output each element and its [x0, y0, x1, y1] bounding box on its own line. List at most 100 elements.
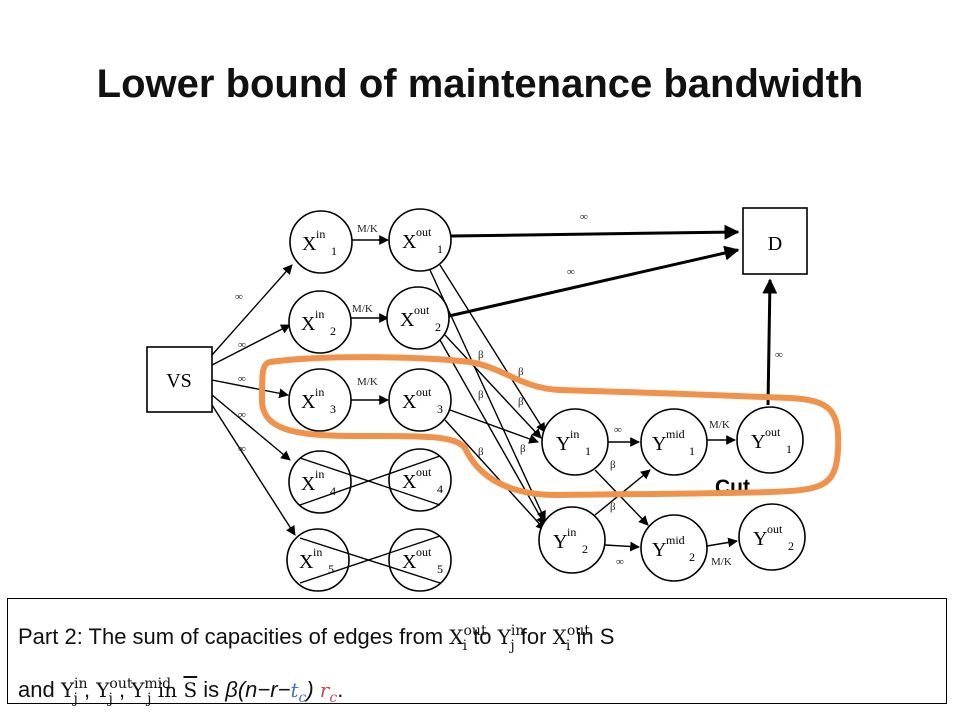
svg-text:out: out: [416, 225, 432, 239]
svg-text:Y: Y: [751, 431, 765, 453]
svg-text:mid: mid: [666, 427, 685, 441]
failed-node-x4-cross: [299, 455, 441, 506]
math-y-in-j-2: Yinj: [60, 676, 88, 707]
svg-text:out: out: [416, 545, 432, 559]
svg-text:X: X: [402, 231, 417, 253]
svg-text:2: 2: [788, 539, 794, 553]
caption-line2-prefix: and: [18, 677, 61, 702]
cap-y2-mid-out: M/K: [711, 556, 732, 568]
svg-text:4: 4: [330, 484, 336, 498]
node-x1-in: [289, 210, 353, 274]
caption-line1-mid2: for: [514, 624, 553, 649]
cap-y2-in-mid: ∞: [616, 556, 624, 568]
svg-text:5: 5: [328, 562, 334, 576]
svg-text:1: 1: [437, 242, 443, 256]
edge-beta-x3-y2: [444, 419, 546, 531]
edge-beta-x1-y2: [429, 269, 546, 521]
svg-text:X: X: [301, 391, 316, 413]
node-x4-in: [288, 450, 352, 514]
caption-is-text: is: [197, 677, 226, 702]
source-node-vs: [146, 346, 213, 413]
edge-x2-d: [448, 245, 740, 318]
cap-beta-2: β: [518, 366, 524, 378]
edge-vs-x4: [211, 394, 291, 461]
node-x2-out: [386, 286, 450, 350]
svg-text:2: 2: [435, 320, 441, 334]
cap-beta-3: β: [478, 389, 484, 401]
source-node-label: VS: [166, 370, 192, 392]
svg-text:2: 2: [582, 542, 588, 556]
caption-in-text: in: [151, 678, 184, 702]
svg-text:X: X: [402, 551, 417, 573]
math-y-in-j: Yinj: [497, 623, 525, 654]
edge-vs-x3: [211, 379, 289, 399]
svg-text:in: in: [567, 525, 576, 539]
edge-vs-x2: [211, 324, 291, 366]
node-y1-out: [736, 406, 804, 474]
svg-text:1: 1: [331, 244, 337, 258]
page-title: Lower bound of maintenance bandwidth: [96, 62, 864, 106]
caption-line1-suffix: in S: [570, 624, 615, 649]
svg-text:in: in: [570, 427, 579, 441]
caption-line1-prefix: Part 2: The sum of capacities of edges f…: [18, 624, 450, 649]
caption-sep-2: ,: [112, 677, 132, 702]
set-s-complement: S: [183, 678, 198, 702]
node-x5-out: [388, 528, 452, 592]
svg-text:Y: Y: [556, 433, 570, 455]
svg-text:3: 3: [437, 402, 443, 416]
svg-text:X: X: [301, 313, 316, 335]
svg-text:in: in: [315, 467, 324, 481]
sink-node-label: D: [768, 233, 782, 255]
edge-beta-x2-y1: [444, 334, 542, 439]
math-y-out-j: Youtj: [96, 676, 133, 707]
cut-outline: [259, 354, 842, 499]
svg-text:Y: Y: [652, 433, 666, 455]
sink-node-d: [742, 207, 808, 275]
edge-beta-x3-y1: [449, 409, 539, 444]
cap-beta-7: β: [610, 459, 616, 471]
node-x3-in: [288, 368, 352, 432]
formula-close: ): [306, 677, 320, 702]
svg-text:out: out: [414, 303, 430, 317]
edge-beta-y1-y2mid: [594, 469, 649, 526]
cap-vs-x5: ∞: [238, 443, 246, 455]
cap-beta-1: β: [478, 349, 484, 361]
edge-y1-out-d: [762, 278, 778, 406]
svg-text:mid: mid: [666, 533, 685, 547]
cap-y1-mid-out: M/K: [709, 419, 730, 431]
edge-y2-mid-out: [706, 537, 738, 548]
edge-beta-x1-y1: [439, 264, 546, 433]
cap-y1-out-d: ∞: [775, 349, 783, 361]
node-y2-in: [538, 506, 606, 574]
cap-x2: M/K: [352, 303, 373, 315]
edge-vs-x5: [211, 404, 296, 536]
svg-text:X: X: [402, 471, 417, 493]
cap-beta-4: β: [518, 396, 524, 408]
cap-x1: M/K: [357, 223, 378, 235]
svg-text:out: out: [416, 465, 432, 479]
cap-x3: M/K: [357, 376, 378, 388]
math-r-c: rc: [319, 678, 338, 706]
math-t-c: tc: [290, 678, 307, 706]
node-x3-out: [388, 368, 452, 432]
cap-beta-8: β: [610, 501, 616, 513]
edge-y2-in-mid: [604, 541, 640, 552]
svg-text:2: 2: [689, 550, 695, 564]
svg-text:out: out: [765, 425, 781, 439]
svg-text:X: X: [400, 309, 415, 331]
failed-node-x5-cross: [299, 535, 441, 584]
cap-vs-x3: ∞: [238, 373, 246, 385]
svg-text:X: X: [402, 391, 417, 413]
node-x1-out: [388, 208, 452, 272]
